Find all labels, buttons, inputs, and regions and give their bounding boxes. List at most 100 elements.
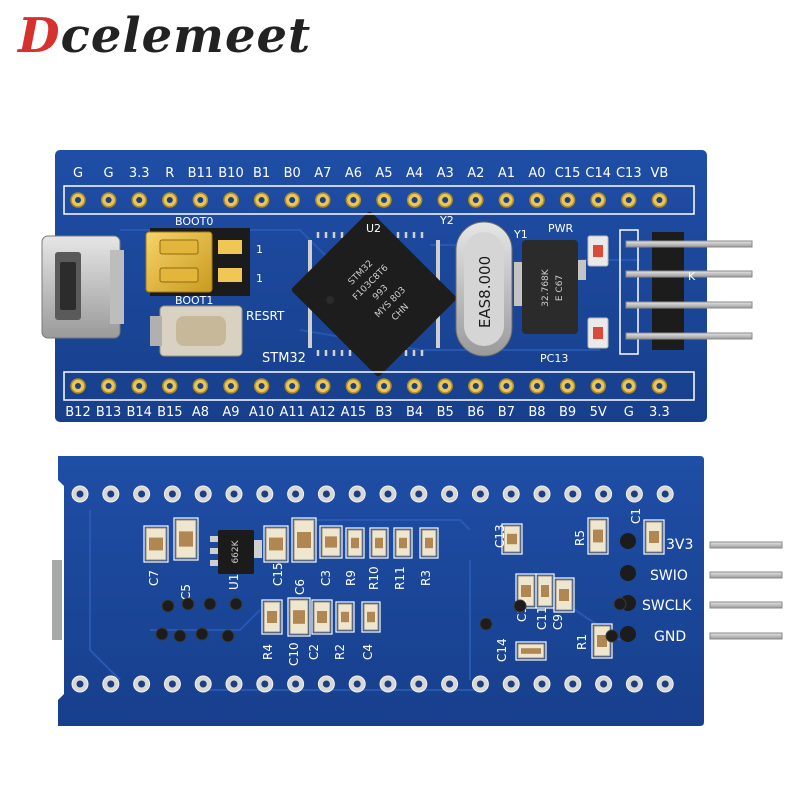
via: [229, 597, 243, 611]
smd-part: [369, 527, 389, 559]
bottom-board-hole: [661, 490, 669, 498]
top-pin-hole: [197, 197, 204, 203]
voltage-regulator-u1: 662K: [210, 530, 262, 574]
component-label: R4: [261, 644, 275, 660]
top-pin-hole: [656, 197, 663, 203]
component-label: C2: [307, 644, 321, 660]
bottom-pin-label: A11: [279, 405, 304, 420]
bottom-board-hole: [138, 680, 146, 688]
bottom-pin-hole: [350, 383, 357, 389]
bottom-board-hole: [569, 490, 577, 498]
bottom-pin-row-top: [71, 485, 674, 503]
swd-label-swclk: SWCLK: [642, 598, 692, 614]
bottom-board-hole: [138, 490, 146, 498]
swd-labels: 3V3 SWIO SWCLK GND: [642, 537, 693, 645]
bottom-board-hole: [76, 680, 84, 688]
bottom-board-hole: [661, 680, 669, 688]
smd-part: [263, 525, 289, 563]
via: [203, 597, 217, 611]
via: [181, 597, 195, 611]
via: [221, 629, 235, 643]
bottom-pin-hole: [166, 383, 173, 389]
bottom-pin-label: A12: [310, 405, 335, 420]
bottom-pin-hole: [564, 383, 571, 389]
bottom-board-hole: [384, 490, 392, 498]
brand-first-letter: D: [18, 8, 61, 64]
bottom-pin-hole: [197, 383, 204, 389]
bottom-board-hole: [415, 490, 423, 498]
bottom-pin-label: A8: [192, 405, 209, 420]
top-pin-label: B1: [253, 166, 270, 181]
top-pin-hole: [228, 197, 234, 203]
pwr-led: [587, 235, 609, 267]
bottom-pin-hole: [472, 383, 479, 389]
bottom-board-hole: [538, 680, 546, 688]
u2-label: U2: [366, 222, 381, 235]
bottom-pin-hole: [258, 383, 265, 389]
bottom-pin-hole: [656, 383, 663, 389]
top-pin-label: A2: [467, 166, 484, 181]
top-pin-hole: [595, 197, 602, 203]
bottom-board-hole: [353, 680, 361, 688]
reset-button: [150, 305, 243, 357]
component-label: C4: [361, 644, 375, 660]
bottom-pin-label: B9: [559, 405, 576, 420]
y1-label: Y1: [513, 228, 528, 241]
bottom-pin-label: B5: [437, 405, 454, 420]
bottom-pin-label: B6: [467, 405, 484, 420]
via: [479, 617, 493, 631]
bottom-pin-hole: [289, 383, 296, 389]
component-label: R5: [573, 530, 587, 546]
regulator-code: 662K: [231, 539, 241, 563]
bottom-board-hole: [507, 490, 515, 498]
jumper-label-1a: 1: [256, 243, 263, 256]
via: [195, 627, 209, 641]
bottom-board-hole: [292, 490, 300, 498]
component-label: C5: [179, 584, 193, 600]
bottom-pin-label: 5V: [590, 405, 607, 420]
bottom-board-hole: [415, 680, 423, 688]
via: [173, 629, 187, 643]
bottom-board-hole: [199, 490, 207, 498]
swd-label-swio: SWIO: [650, 568, 688, 584]
bottom-pin-row-bottom: [71, 675, 674, 693]
crystal-label: EAS8.000: [476, 256, 494, 328]
top-pin-label: C15: [555, 166, 581, 181]
smd-part: [361, 601, 381, 633]
top-board: STM32 F103C8T6 993 MYS 803 CHN EAS8.000 …: [41, 150, 753, 422]
bottom-board-hole: [292, 680, 300, 688]
top-pin-hole: [136, 197, 143, 203]
pc13-led: [587, 317, 609, 349]
bottom-pin-label: B12: [65, 405, 90, 420]
top-pin-label: A3: [437, 166, 454, 181]
bottom-pin-label: 3.3: [649, 405, 670, 420]
top-pin-label: A0: [528, 166, 545, 181]
top-pin-label: R: [165, 166, 174, 181]
top-pin-label: A5: [375, 166, 392, 181]
bottom-pin-hole: [381, 383, 387, 389]
swd-header-top: [619, 229, 753, 355]
brand-logo: Dcelemeet: [18, 8, 311, 64]
bottom-board-hole: [630, 490, 638, 498]
boot1-label: BOOT1: [175, 294, 213, 307]
top-pin-hole: [75, 197, 81, 203]
top-pin-label: A4: [406, 166, 423, 181]
rtc-crystal-line-2: E C67: [555, 275, 565, 301]
top-pin-frame: [63, 185, 695, 215]
top-pin-hole: [258, 197, 265, 203]
top-pin-label: B10: [218, 166, 243, 181]
top-pin-label: G: [73, 166, 83, 181]
bottom-board-hole: [600, 490, 608, 498]
top-pin-label: A1: [498, 166, 515, 181]
bottom-board-hole: [476, 490, 484, 498]
stm32-label: STM32: [262, 351, 306, 366]
smd-part: [319, 525, 343, 559]
smd-part: [335, 601, 355, 633]
boot-jumper-header: [145, 228, 250, 296]
bottom-board-hole: [322, 490, 330, 498]
via: [161, 599, 175, 613]
